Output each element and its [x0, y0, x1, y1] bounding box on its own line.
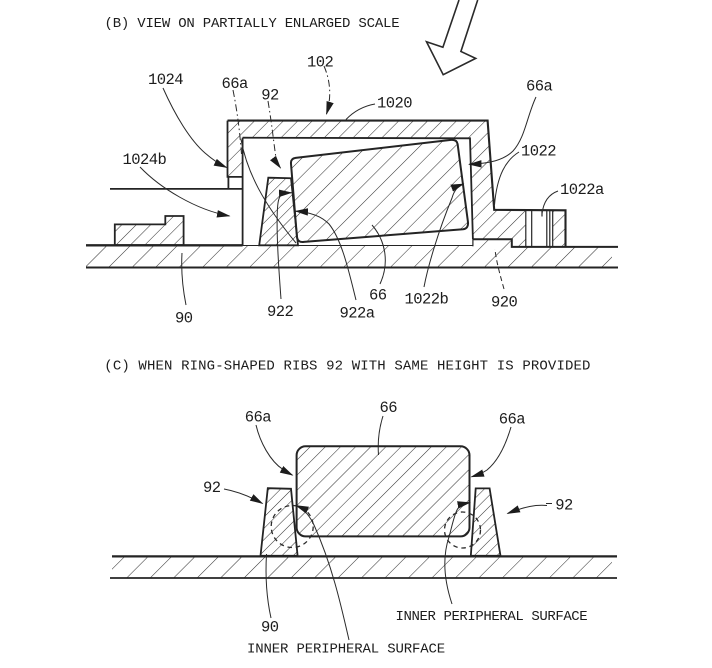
svg-text:1022a: 1022a [560, 181, 604, 199]
svg-text:66: 66 [380, 399, 398, 417]
svg-text:90: 90 [261, 619, 279, 637]
svg-text:92: 92 [261, 87, 279, 105]
svg-text:1024b: 1024b [123, 151, 167, 169]
svg-text:1020: 1020 [377, 95, 412, 113]
svg-text:(B) VIEW ON PARTIALLY ENLARGED: (B) VIEW ON PARTIALLY ENLARGED SCALE [105, 16, 400, 32]
svg-text:INNER PERIPHERAL SURFACE: INNER PERIPHERAL SURFACE [247, 642, 445, 658]
svg-text:INNER PERIPHERAL SURFACE: INNER PERIPHERAL SURFACE [396, 609, 588, 625]
svg-text:92: 92 [555, 497, 573, 515]
svg-text:66a: 66a [499, 411, 526, 429]
svg-text:90: 90 [175, 310, 193, 328]
svg-text:1022b: 1022b [405, 291, 449, 309]
svg-text:92: 92 [203, 479, 221, 497]
svg-text:66a: 66a [526, 78, 553, 96]
svg-text:922: 922 [267, 303, 294, 321]
svg-text:(C) WHEN RING-SHAPED RIBS 92 W: (C) WHEN RING-SHAPED RIBS 92 WITH SAME H… [104, 359, 590, 375]
svg-text:1022: 1022 [521, 143, 556, 161]
svg-text:920: 920 [491, 294, 518, 312]
svg-text:66: 66 [369, 287, 387, 305]
svg-text:66a: 66a [222, 75, 249, 93]
svg-text:1024: 1024 [148, 71, 183, 89]
svg-text:66a: 66a [245, 409, 272, 427]
svg-text:102: 102 [307, 54, 334, 72]
svg-text:922a: 922a [340, 305, 375, 323]
